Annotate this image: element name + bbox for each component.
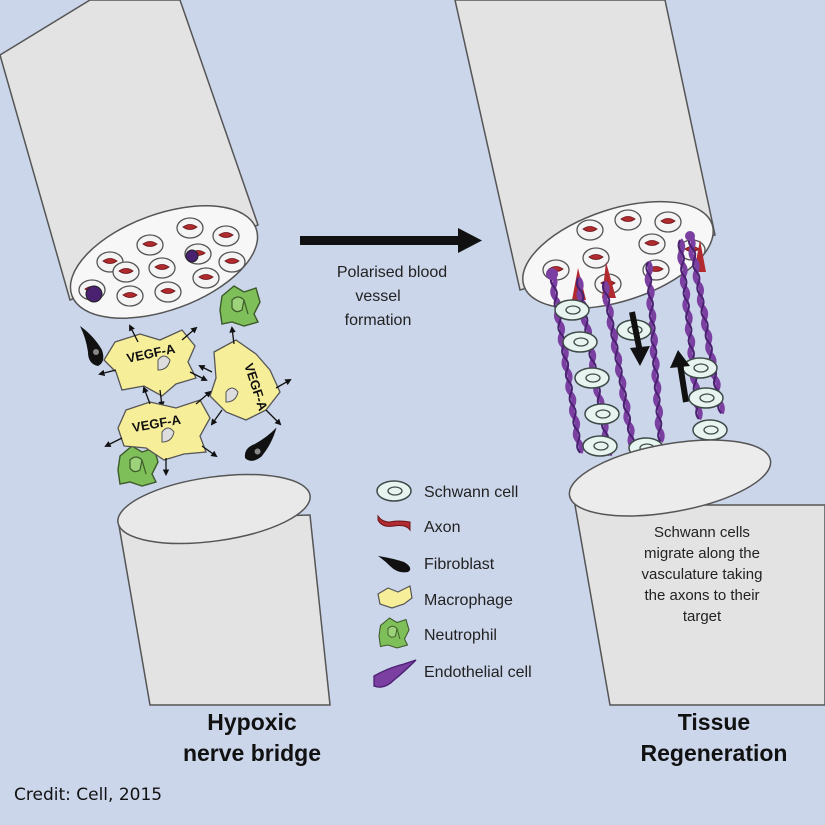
process-label-line-1: Polarised blood	[337, 264, 447, 281]
right-upper-nerve-stump	[454, 0, 716, 310]
legend-item-endothelial-cell: Endothelial cell	[373, 659, 532, 688]
left-title-line-1: Hypoxic	[207, 709, 297, 735]
legend-label-neutrophil: Neutrophil	[424, 627, 497, 644]
left-panel-title: Hypoxic nerve bridge	[183, 709, 321, 766]
regeneration-note-line-3: vasculature taking	[642, 566, 763, 583]
legend-label-fibroblast: Fibroblast	[424, 556, 495, 573]
legend-label-macrophage: Macrophage	[424, 592, 513, 609]
macrophage-icon	[377, 585, 413, 609]
process-label-line-2: vessel	[355, 288, 400, 305]
legend-label-schwann-cell: Schwann cell	[424, 484, 518, 501]
fibroblast-icon	[378, 556, 411, 573]
right-title-line-1: Tissue	[678, 709, 750, 735]
legend-label-endothelial-cell: Endothelial cell	[424, 664, 532, 681]
neutrophil-icon	[378, 617, 410, 649]
regeneration-note-line-4: the axons to their	[644, 587, 759, 604]
legend-item-axon: Axon	[377, 514, 460, 536]
legend: Schwann cell Axon Fibroblast Macrophage …	[373, 480, 532, 688]
legend-item-macrophage: Macrophage	[377, 585, 513, 609]
regeneration-note-line-5: target	[683, 608, 722, 625]
legend-label-axon: Axon	[424, 519, 460, 536]
right-regeneration-bridge	[546, 231, 728, 460]
left-upper-nerve-stump	[0, 0, 259, 319]
macrophage-2: VEGF-A	[198, 326, 292, 426]
image-credit: Credit: Cell, 2015	[14, 785, 163, 805]
schwann-cell-icon	[376, 480, 412, 502]
endothelial-cell-icon	[373, 659, 417, 688]
left-nerve-cross-section	[78, 217, 246, 307]
right-panel-title: Tissue Regeneration	[641, 709, 788, 766]
regeneration-note-line-1: Schwann cells	[654, 524, 750, 541]
right-lower-nerve-stump: Schwann cells migrate along the vasculat…	[568, 439, 825, 706]
right-title-line-2: Regeneration	[641, 740, 788, 766]
legend-item-neutrophil: Neutrophil	[378, 617, 497, 649]
legend-item-fibroblast: Fibroblast	[378, 556, 495, 573]
fibroblast-1	[80, 326, 104, 366]
fibroblast-2	[238, 427, 285, 464]
process-label: Polarised blood vessel formation	[337, 264, 447, 329]
left-title-line-2: nerve bridge	[183, 740, 321, 766]
macrophage-3: VEGF-A	[104, 386, 218, 476]
axon-icon	[377, 514, 411, 532]
macrophage-1: VEGF-A	[98, 324, 208, 408]
neutrophil-1	[219, 285, 261, 327]
left-gap-cells: VEGF-A VEGF-A VEGF-A	[80, 285, 292, 487]
process-arrow	[300, 228, 482, 253]
process-label-line-3: formation	[345, 312, 412, 329]
regeneration-note-line-2: migrate along the	[644, 545, 760, 562]
legend-item-schwann-cell: Schwann cell	[376, 480, 518, 502]
left-lower-nerve-stump	[117, 473, 331, 706]
